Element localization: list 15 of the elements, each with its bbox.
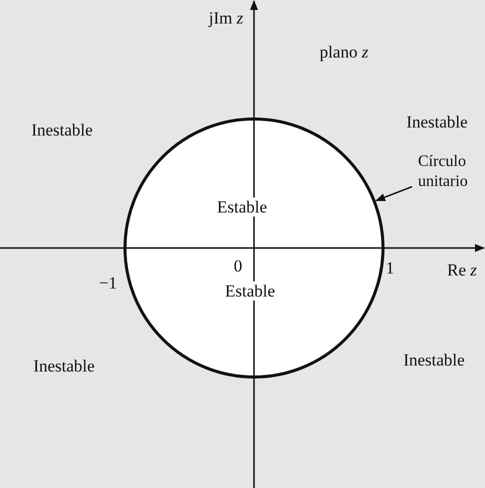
region-label: Inestable bbox=[31, 120, 93, 140]
axis-label: jIm z bbox=[208, 8, 244, 28]
region-label: Inestable bbox=[33, 356, 95, 376]
leader-arrow bbox=[375, 186, 412, 202]
unit-circle bbox=[124, 118, 384, 378]
region-label: Inestable bbox=[403, 350, 465, 370]
tick-label: 1 bbox=[386, 258, 394, 278]
region-label: Estable bbox=[214, 198, 270, 216]
plane-label: plano z bbox=[320, 42, 368, 62]
region-label: Inestable bbox=[406, 112, 468, 132]
tick-label: −1 bbox=[98, 274, 118, 292]
callout-label: Círculo unitario bbox=[418, 152, 484, 192]
tick-label: 0 bbox=[234, 256, 242, 276]
axis-label: Re z bbox=[447, 260, 477, 280]
region-label: Estable bbox=[222, 282, 278, 300]
